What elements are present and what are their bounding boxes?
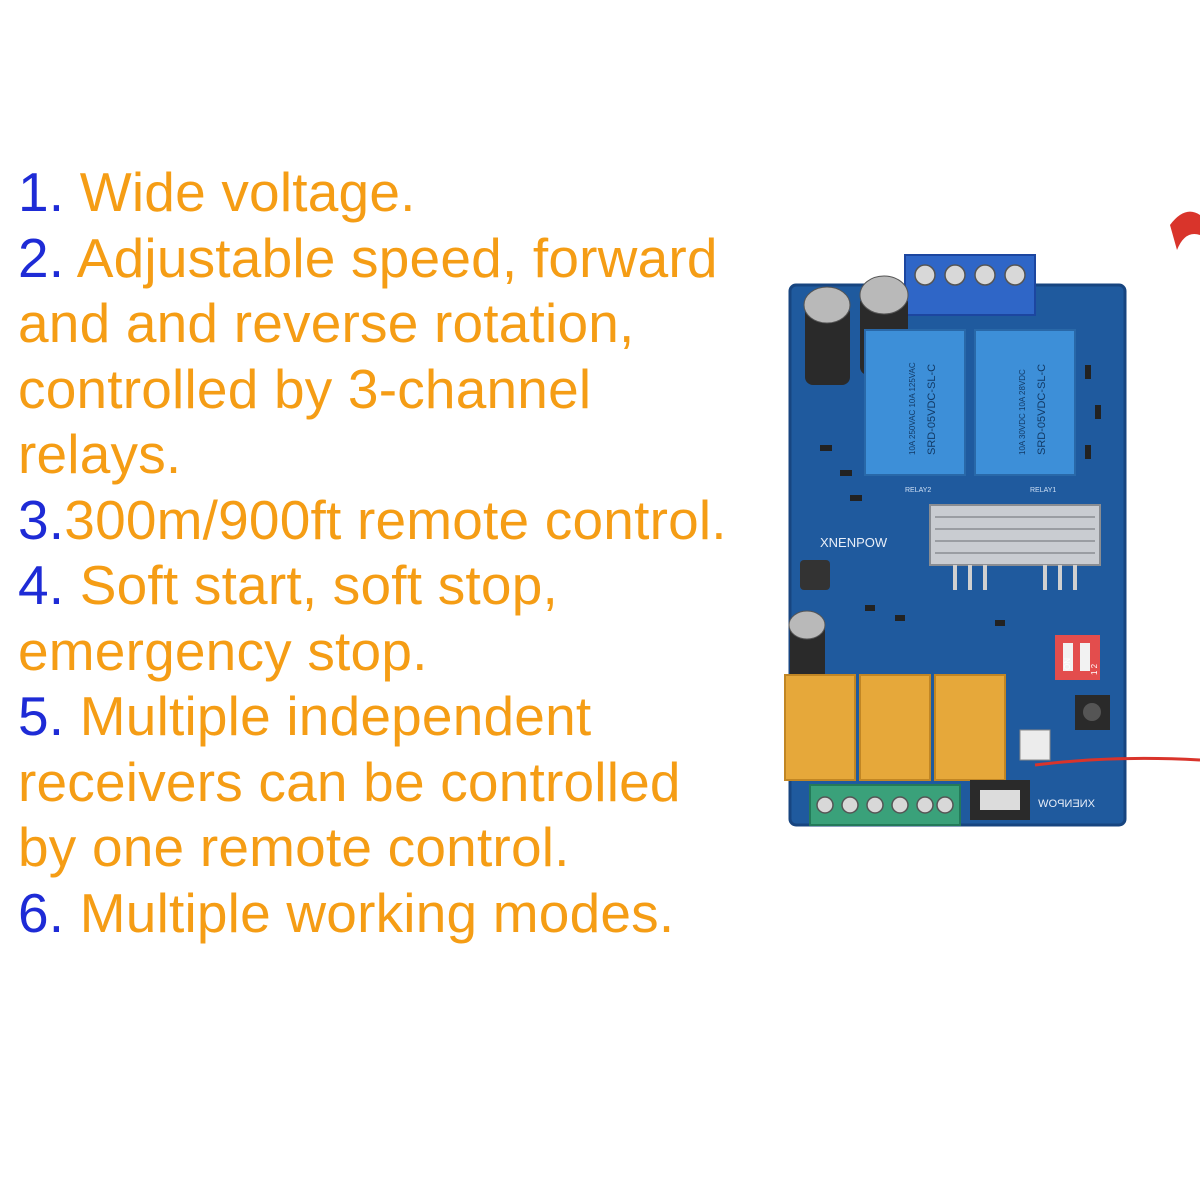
relay-rating: 10A 250VAC 10A 125VAC [908, 362, 917, 455]
bottom-terminal-block [809, 784, 961, 826]
feature-list: 1. Wide voltage. 2. Adjustable speed, fo… [18, 160, 808, 946]
feature-number: 4. [18, 554, 65, 616]
capacitor [790, 625, 825, 685]
feature-5-line-3: by one remote control. [18, 815, 808, 881]
heatsink [929, 504, 1101, 566]
feature-number: 6. [18, 881, 65, 944]
feature-text: Adjustable speed, forward [64, 226, 718, 289]
feature-text: and and reverse rotation, [18, 292, 635, 354]
antenna-connector [1019, 729, 1051, 761]
feature-4: 4. Soft start, soft stop, [18, 553, 808, 619]
yellow-relay [784, 674, 856, 781]
feature-2: 2. Adjustable speed, forward [18, 226, 808, 292]
yellow-relay [934, 674, 1006, 781]
blue-relay [864, 329, 966, 476]
dip-switch [1055, 635, 1100, 680]
capacitor [805, 305, 850, 385]
relay-label: SRD-05VDC-SL-C [926, 364, 938, 455]
inductor [800, 560, 830, 590]
led-lead [1170, 211, 1200, 250]
feature-text: controlled by 3-channel [18, 357, 592, 420]
feature-5: 5. Multiple independent [18, 684, 808, 750]
pcb-board-photo: SRD-05VDC-SL-C 10A 250VAC 10A 125VAC SRD… [784, 211, 1200, 827]
feature-text: receivers can be controlled [18, 750, 681, 813]
feature-text: Wide voltage. [64, 161, 416, 223]
feature-2-line-4: relays. [18, 422, 808, 488]
relay-silkscreen: RELAY1 [1030, 487, 1056, 494]
feature-2-line-2: and and reverse rotation, [18, 291, 808, 357]
feature-text: Soft start, soft stop, [64, 554, 558, 616]
yellow-relay [859, 674, 931, 781]
brand-silkscreen-mirrored: XNENPOW [1038, 798, 1095, 810]
blue-relay [974, 329, 1076, 476]
feature-3: 3.300m/900ft remote control. [18, 488, 808, 554]
relay-label: SRD-05VDC-SL-C [1036, 364, 1048, 455]
antenna-wire [1034, 756, 1200, 767]
feature-2-line-3: controlled by 3-channel [18, 357, 808, 423]
feature-text: Multiple working modes. [64, 881, 675, 944]
feature-number: 3. [18, 488, 65, 551]
feature-4-line-2: emergency stop. [18, 619, 808, 685]
feature-text: Multiple independent [64, 685, 592, 747]
feature-number: 5. [18, 685, 65, 747]
feature-text: by one remote control. [18, 816, 570, 878]
relay-rating: 10A 30VDC 10A 28VDC [1018, 369, 1027, 455]
feature-text: relays. [18, 423, 182, 485]
feature-6: 6. Multiple working modes. [18, 881, 808, 947]
feature-5-line-2: receivers can be controlled [18, 750, 808, 816]
relay-silkscreen: RELAY2 [905, 487, 931, 494]
dip-label: ON [1063, 658, 1072, 670]
feature-1: 1. Wide voltage. [18, 160, 808, 226]
dip-numbers: 1 2 [1090, 663, 1099, 675]
feature-text: 300m/900ft remote control. [64, 488, 727, 551]
feature-number: 1. [18, 161, 65, 223]
brand-silkscreen: XNENPOW [820, 535, 888, 550]
feature-text: emergency stop. [18, 619, 428, 682]
feature-number: 2. [18, 226, 65, 289]
